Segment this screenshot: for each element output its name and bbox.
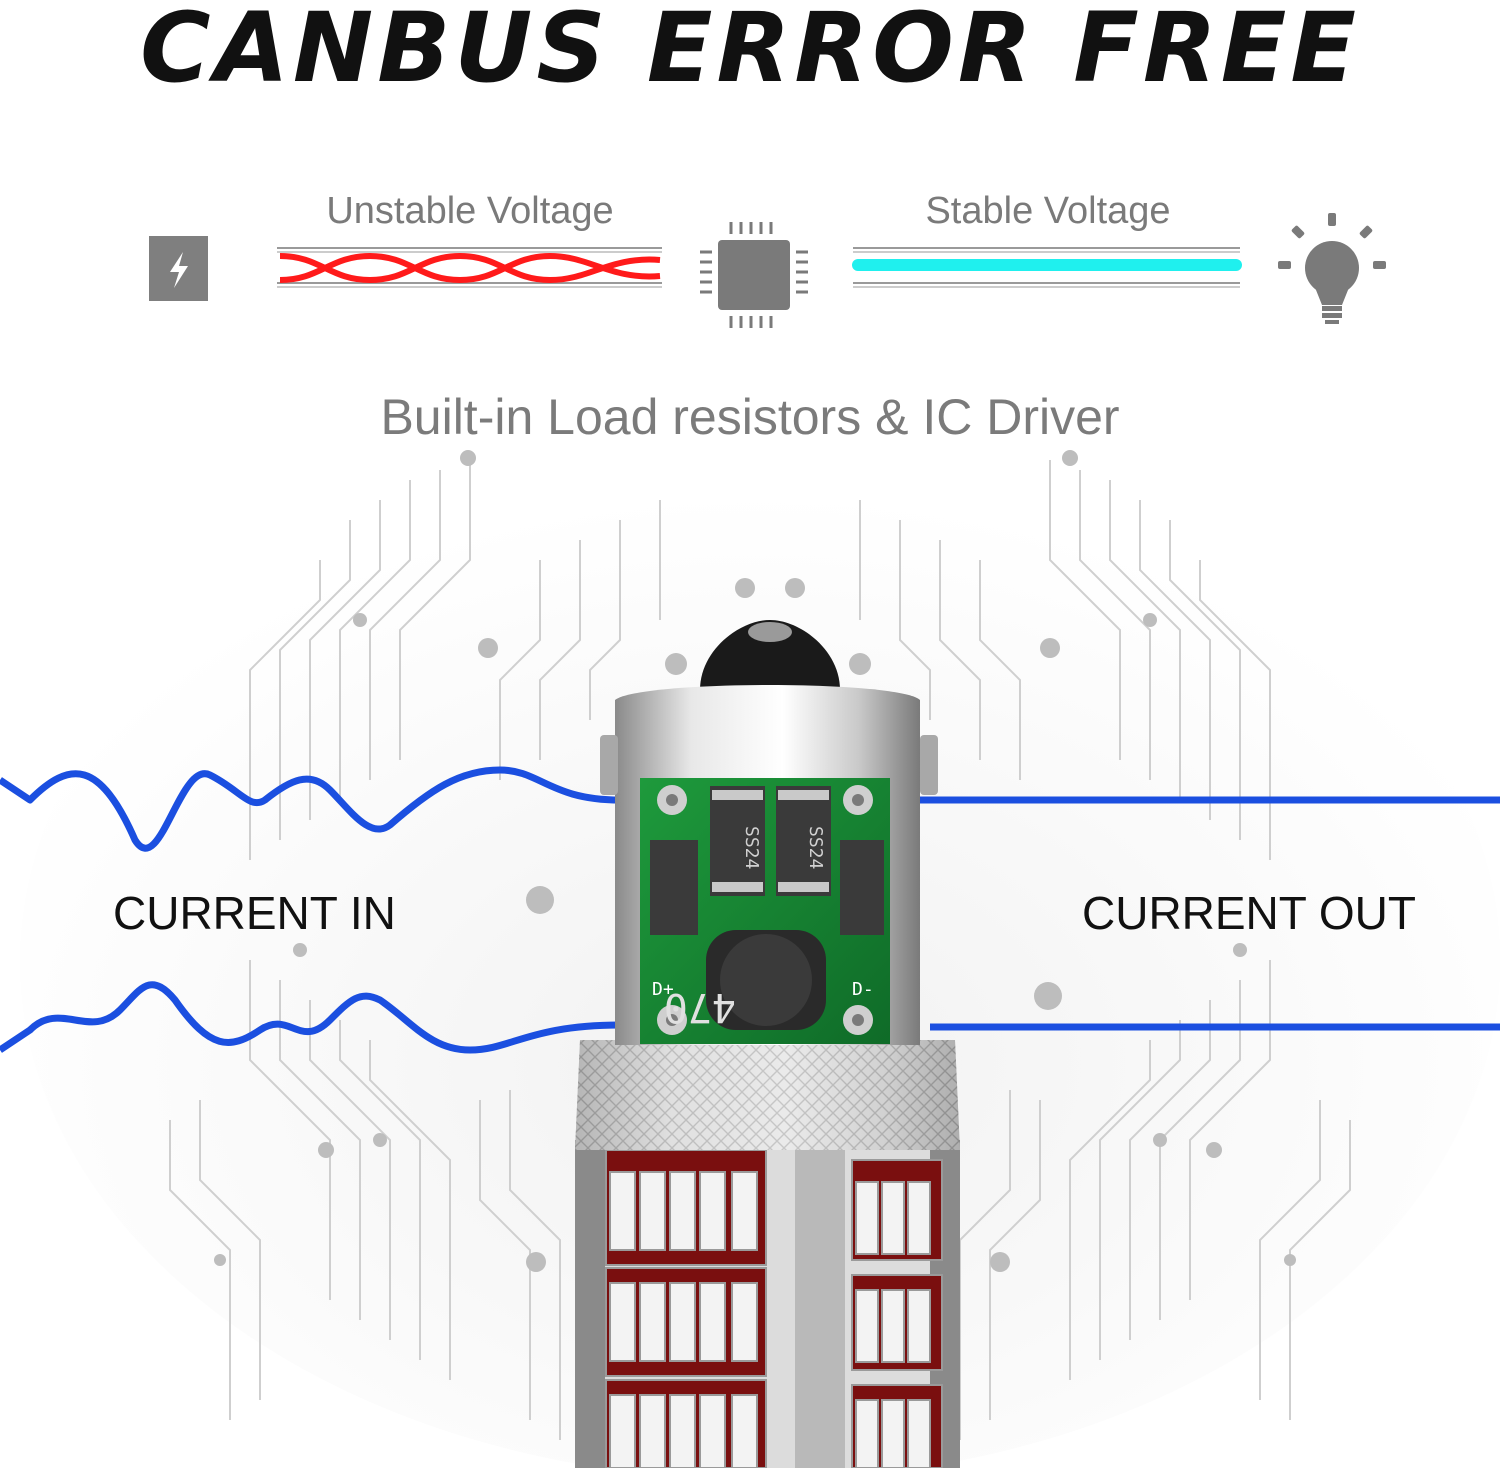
subtitle: Built-in Load resistors & IC Driver (380, 389, 1120, 445)
current-out-wires (900, 796, 1500, 1031)
stable-voltage-label: Stable Voltage (925, 190, 1171, 232)
headline: CANBUS ERROR FREE (140, 0, 1360, 104)
stable-voltage-wave (852, 247, 1242, 288)
component-marking-2: SS24 (805, 826, 826, 869)
pad-label-negative: D- (852, 979, 874, 1000)
current-in-wires (0, 766, 621, 1054)
component-marking-1: SS24 (741, 826, 762, 869)
light-bulb-icon (1278, 213, 1386, 324)
pcb-labels: SS24 SS24 470 D+ D- (652, 826, 874, 1030)
circuit-pads (214, 450, 1296, 1272)
led-bulb: SS24 SS24 470 D+ D- (575, 620, 960, 1468)
pad-label-positive: D+ (652, 979, 674, 1000)
power-source-icon (149, 236, 208, 301)
current-out-label: CURRENT OUT (1082, 887, 1416, 939)
unstable-voltage-label: Unstable Voltage (326, 190, 614, 232)
led-chips (605, 1149, 943, 1468)
ic-chip-icon (700, 222, 808, 328)
inductor-marking: 470 (664, 984, 736, 1030)
unstable-voltage-wave (277, 247, 662, 288)
current-in-label: CURRENT IN (113, 887, 396, 939)
driver-pcb (640, 778, 890, 1044)
